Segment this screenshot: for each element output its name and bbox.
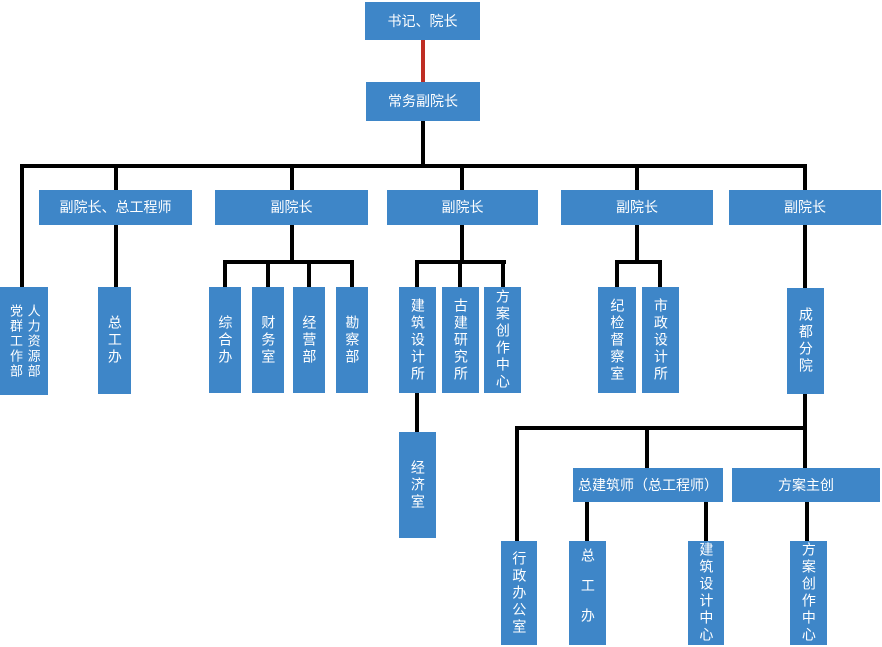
node-label: 副院长 (616, 199, 658, 216)
node-label: 财务室 (260, 314, 277, 366)
node-chief-engineer-office-chengdu: 总工办 (569, 541, 606, 645)
node-label: 市政设计所 (652, 297, 669, 383)
node-scheme-lead: 方案主创 (732, 468, 880, 502)
node-label: 勘察部 (344, 314, 361, 366)
node-general-office: 综合办 (209, 287, 241, 393)
connector-drop-zonghe (223, 260, 227, 287)
node-label-hr: 人力资源部 (25, 303, 41, 379)
connector-drop-xingzheng (515, 426, 519, 541)
connector-fu3-stem (460, 225, 464, 262)
node-economics-office: 经济室 (399, 432, 436, 538)
node-label: 经营部 (301, 314, 318, 366)
node-finance-office: 财务室 (252, 287, 284, 393)
connector-drop-jingying (307, 260, 311, 287)
connector-drop-shizheng (658, 260, 662, 287)
node-chief-architect: 总建筑师（总工程师） (573, 468, 723, 502)
connector-drop-zongjian (645, 430, 649, 468)
node-label: 副院长、总工程师 (59, 199, 172, 216)
node-architecture-design-institute: 建筑设计所 (399, 287, 436, 393)
connector-drop-fu4 (635, 166, 639, 190)
connector-zongjian-zonggongban2 (585, 502, 589, 541)
node-vice-dean-chief-engineer: 副院长、总工程师 (39, 190, 192, 225)
node-label: 古建研究所 (452, 297, 469, 383)
node-party-mass-hr-dept: 党群工作部 人力资源部 (0, 287, 48, 395)
node-label: 副院长 (784, 199, 826, 216)
node-label: 方案主创 (778, 476, 834, 493)
connector-chengdu-stem (803, 394, 807, 428)
node-chengdu-branch: 成都分院 (787, 288, 824, 394)
connector-drop-jijian (615, 260, 619, 287)
node-scheme-creation-center-chengdu: 方案创作中心 (790, 541, 827, 645)
node-survey-dept: 勘察部 (336, 287, 368, 393)
connector-drop-fu5 (803, 166, 807, 190)
node-label: 经济室 (409, 459, 426, 511)
connector-fu4-horizontal (615, 260, 662, 264)
connector-fu5-chengdu (803, 225, 807, 288)
connector-shuji-changwu (421, 40, 425, 82)
connector-drop-jianzhusuo (415, 260, 419, 287)
node-label: 总建筑师（总工程师） (578, 476, 718, 493)
node-scheme-creation-center: 方案创作中心 (484, 287, 521, 393)
connector-changwu-stem (421, 121, 425, 166)
node-label: 常务副院长 (388, 93, 458, 110)
connector-drop-fangzhuchuang (803, 430, 807, 468)
node-label: 副院长 (270, 199, 313, 216)
connector-main-horizontal (20, 164, 807, 168)
connector-fu1-zonggongban (114, 225, 118, 287)
node-label: 建筑设计所 (409, 297, 426, 383)
node-label: 方案创作中心 (800, 542, 817, 644)
node-label: 纪检督察室 (609, 297, 626, 383)
connector-drop-fangchuang1 (501, 260, 505, 287)
node-vice-dean-4: 副院长 (561, 190, 713, 225)
node-ancient-architecture-institute: 古建研究所 (442, 287, 479, 393)
node-architecture-design-center: 建筑设计中心 (688, 541, 724, 645)
connector-drop-kancha (350, 260, 354, 287)
node-administrative-office: 行政办公室 (501, 541, 537, 645)
connector-drop-fu1 (114, 166, 118, 190)
node-executive-vice-dean: 常务副院长 (366, 82, 480, 121)
node-secretary-dean: 书记、院长 (365, 2, 480, 40)
node-municipal-design-institute: 市政设计所 (642, 287, 679, 393)
connector-drop-fu2 (290, 166, 294, 190)
node-chief-engineer-office: 总工办 (98, 287, 131, 394)
node-label: 成都分院 (797, 307, 814, 375)
node-vice-dean-3: 副院长 (387, 190, 538, 225)
node-vice-dean-5: 副院长 (729, 190, 881, 225)
connector-chengdu-horizontal (515, 426, 807, 430)
connector-fu4-stem (635, 225, 639, 262)
node-discipline-inspection-office: 纪检督察室 (598, 287, 636, 393)
connector-drop-gujian (458, 260, 462, 287)
node-label-columns: 党群工作部 人力资源部 (7, 303, 41, 379)
node-label: 综合办 (217, 314, 234, 366)
connector-jianzhusuo-jingji (415, 393, 419, 432)
node-label: 副院长 (441, 199, 484, 216)
connector-drop-caiwu (266, 260, 270, 287)
connector-fangzhuchuang-fangchuang2 (805, 502, 809, 541)
node-operations-dept: 经营部 (293, 287, 325, 393)
node-label-party-mass: 党群工作部 (8, 303, 23, 379)
node-label: 行政办公室 (511, 550, 528, 636)
connector-zongjian-jzsjzhongxin (704, 502, 708, 541)
node-label: 方案创作中心 (494, 289, 511, 391)
node-label: 建筑设计中心 (698, 542, 715, 644)
connector-drop-dangqun (20, 166, 24, 287)
connector-fu2-stem (290, 225, 294, 262)
node-label: 书记、院长 (387, 12, 458, 29)
node-label: 总工办 (579, 548, 596, 638)
node-vice-dean-2: 副院长 (215, 190, 368, 225)
node-label: 总工办 (106, 315, 123, 366)
connector-drop-fu3 (460, 166, 464, 190)
connector-fu2-horizontal (223, 260, 354, 264)
